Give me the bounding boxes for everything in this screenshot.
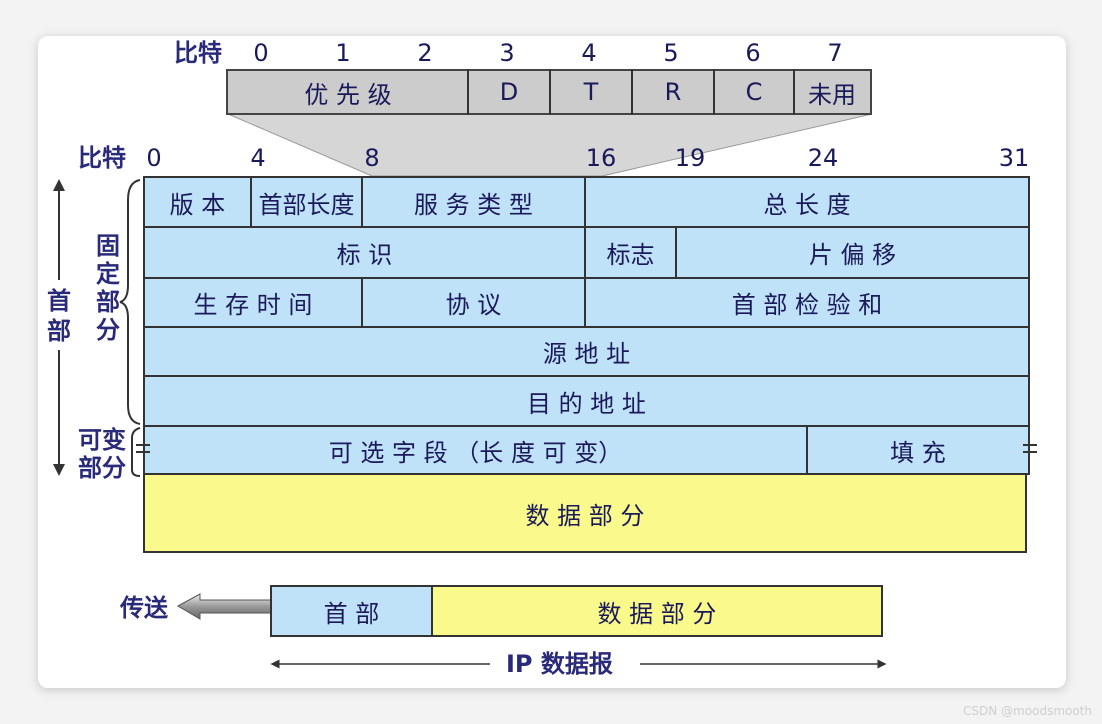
datagram-header-block: 首 部 [270,585,433,637]
top-bit-number: 4 [581,39,597,67]
top-bit-number: 7 [827,39,843,67]
service-type-field: 服 务 类 型 [414,190,533,219]
r-bit-field: R [664,78,682,106]
ttl-field: 生 存 时 间 [193,291,313,319]
top-bit-number: 6 [745,39,761,67]
unused-bit-field: 未用 [808,80,856,109]
header-length-field: 首部长度 [258,190,355,219]
flags-field: 标志 [606,241,655,269]
data-part-block: 数 据 部 分 [143,475,1027,553]
row-separator [143,226,1030,228]
padding-field: 填 充 [890,438,946,467]
fragment-offset-field: 片 偏 移 [808,241,897,269]
field-divider [250,176,252,228]
main-bit-number: 8 [364,144,380,172]
field-divider [675,226,677,279]
top-bit-number: 5 [663,39,679,67]
top-divider [549,69,551,115]
top-divider [713,69,715,115]
top-bit-number: 1 [335,39,351,67]
watermark: CSDN @moodsmooth [963,704,1092,718]
variable-part-label: 可变 部分 [78,426,126,482]
row-separator [143,425,1030,427]
total-length-field: 总 长 度 [763,190,851,219]
main-bit-number: 4 [250,144,266,172]
c-bit-field: C [745,78,763,106]
top-bit-number: 3 [499,39,515,67]
protocol-field: 协 议 [445,291,502,319]
main-bit-number: 19 [674,144,706,172]
top-bits-label: 比特 [174,39,222,67]
field-divider [361,277,363,328]
fixed-part-label: 固 定 部 分 [96,232,120,344]
transmit-label: 传送 [120,594,168,622]
top-bit-number: 0 [253,39,269,67]
row-separator [143,375,1030,377]
top-divider [467,69,469,115]
row-separator [143,326,1030,328]
header-checksum-field: 首 部 检 验 和 [731,291,883,319]
t-bit-field: T [583,78,599,106]
destination-address-field: 目 的 地 址 [527,389,646,418]
field-divider [361,176,363,228]
main-bit-number: 16 [585,144,617,172]
priority-field: 优 先 级 [304,80,392,109]
options-field: 可 选 字 段 （长 度 可 变） [328,438,623,467]
datagram-data-block: 数 据 部 分 [431,585,883,637]
header-side-label: 首 部 [47,287,71,345]
field-divider [584,176,586,328]
field-divider [806,425,808,475]
source-address-field: 源 地 址 [542,340,631,368]
top-divider [793,69,795,115]
main-bits-label: 比特 [78,144,126,172]
main-bit-number: 31 [998,144,1030,172]
identification-field: 标 识 [336,241,393,269]
top-bit-number: 2 [417,39,433,67]
ip-datagram-caption: IP 数据报 [506,650,613,678]
row-separator [143,277,1030,279]
main-bit-number: 0 [146,144,162,172]
main-bit-number: 24 [807,144,839,172]
version-field: 版 本 [169,190,226,219]
top-divider [631,69,633,115]
d-bit-field: D [499,78,519,106]
